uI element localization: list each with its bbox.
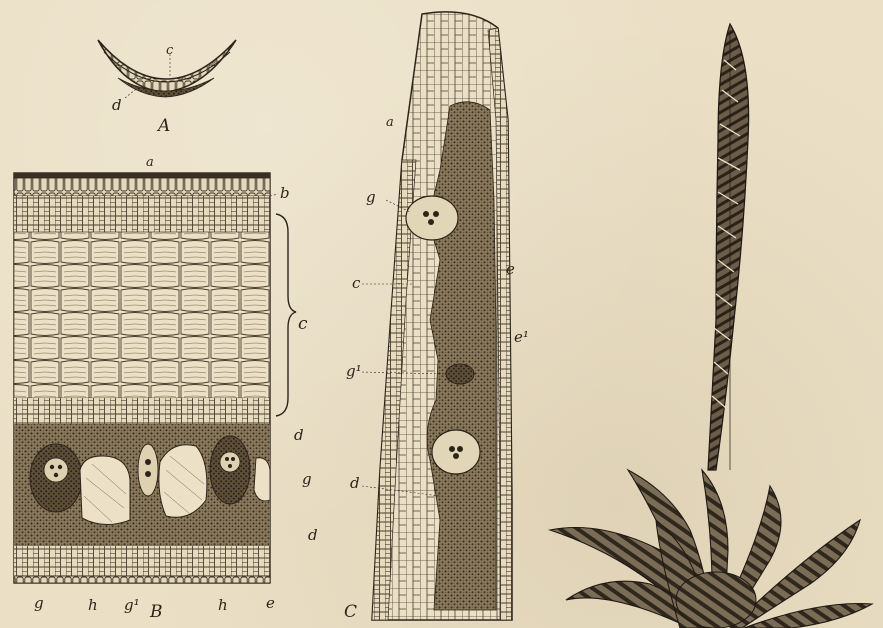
panel-c-label-e: e (506, 262, 515, 277)
panel-c-label-c: c (352, 276, 360, 291)
panel-b-label-g-right: g (302, 472, 312, 487)
panel-b-label-g1: g¹ (124, 598, 140, 613)
panel-b-label-d-lower: d (308, 528, 318, 543)
panel-b-label-d-upper: d (294, 428, 304, 443)
panel-c-label-g: g (366, 190, 376, 205)
panel-c-label-d: d (350, 476, 360, 491)
panel-b-label-e: e (266, 596, 275, 611)
panel-b-letter: B (150, 604, 163, 621)
panel-b-label-h-2: h (218, 598, 228, 613)
panel-b-label-h-1: h (88, 598, 98, 613)
panel-a-letter: A (158, 118, 170, 135)
panel-b-section (14, 173, 296, 583)
panel-c-label-g1: g¹ (346, 364, 362, 379)
panel-b-label-b: b (280, 186, 290, 201)
panel-b-label-c: c (298, 316, 308, 333)
panel-b-label-a: a (146, 156, 154, 169)
panel-b-label-g-bottom: g (34, 596, 44, 611)
bromeliad-plant (550, 24, 872, 628)
panel-c-label-a: a (386, 116, 394, 129)
panel-a-label-d: d (112, 98, 122, 113)
panel-c-label-e1: e¹ (514, 330, 529, 345)
panel-a-label-c: c (166, 44, 173, 57)
panel-c-letter: C (344, 604, 357, 621)
panel-c-section (362, 12, 512, 620)
